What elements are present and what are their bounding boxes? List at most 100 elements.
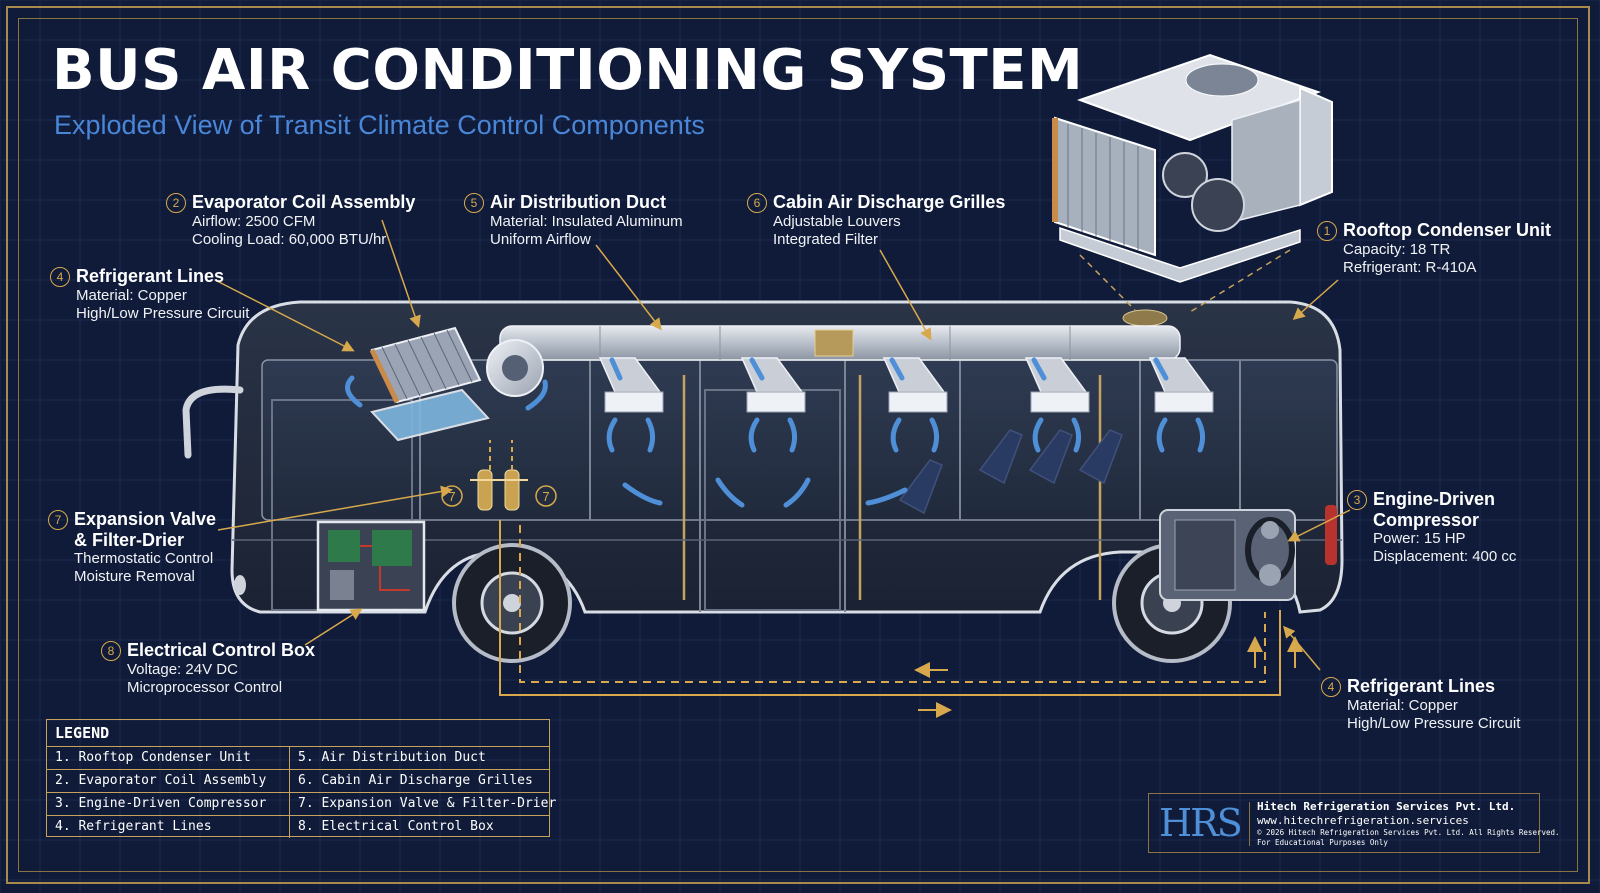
brand-divider: [1249, 802, 1250, 846]
callout-number: 6: [747, 193, 767, 213]
callout-detail: Integrated Filter: [773, 231, 879, 248]
callout-detail: High/Low Pressure Circuit: [1347, 715, 1521, 732]
evaporator-coil: [369, 326, 490, 442]
airflow-arrow: [525, 379, 548, 411]
grille-face: [1154, 391, 1214, 413]
airflow-arrow: [787, 417, 798, 453]
airflow-arrow: [1032, 417, 1044, 453]
callout-title-cont: Compressor: [1373, 510, 1480, 530]
valve-marker-left: 7: [441, 485, 463, 507]
airflow-arrow: [606, 417, 618, 453]
legend-item: 3. Engine-Driven Compressor: [47, 793, 290, 816]
copyright-notice: © 2026 Hitech Refrigeration Services Pvt…: [1257, 828, 1560, 837]
callout-detail: Refrigerant: R-410A: [1343, 259, 1477, 276]
legend-item: 5. Air Distribution Duct: [290, 747, 549, 770]
grille-face: [746, 391, 806, 413]
callout-detail: Material: Insulated Aluminum: [490, 213, 683, 230]
expansion-valve-filter-drier: [470, 469, 528, 511]
callout-number: 4: [1321, 677, 1341, 697]
valve-marker-left-label: 7: [448, 489, 455, 504]
callout-refrigerant-lines-bottom: 4 Refrigerant Lines Material: Copper High…: [1321, 676, 1520, 733]
callout-number: 7: [48, 510, 68, 530]
airflow-arrow: [609, 357, 623, 381]
airflow-arrow: [345, 375, 363, 408]
callout-detail: Adjustable Louvers: [773, 213, 901, 230]
callout-detail: High/Low Pressure Circuit: [76, 305, 250, 322]
airflow-arrow: [749, 357, 765, 381]
callout-detail: Microprocessor Control: [127, 679, 283, 696]
callout-title: Cabin Air Discharge Grilles: [773, 192, 1006, 212]
callout-title-cont: & Filter-Drier: [74, 530, 185, 550]
company-logo: HRS: [1159, 801, 1243, 845]
callout-title: Refrigerant Lines: [76, 266, 225, 286]
callout-title: Engine-Driven: [1373, 489, 1496, 509]
company-website: www.hitechrefrigeration.services: [1257, 814, 1469, 827]
engine-compressor: [1159, 509, 1296, 601]
company-name: Hitech Refrigeration Services Pvt. Ltd.: [1257, 800, 1516, 813]
airflow-arrow: [1156, 417, 1168, 453]
airflow-arrow: [1031, 357, 1047, 381]
airflow-arrow: [783, 477, 811, 508]
legend-title: LEGEND: [47, 720, 549, 747]
legend-item: 2. Evaporator Coil Assembly: [47, 770, 290, 793]
airflow-arrow: [748, 417, 760, 453]
callout-detail: Thermostatic Control: [74, 550, 214, 567]
callout-title: Rooftop Condenser Unit: [1343, 220, 1551, 240]
airflow-arrow: [1153, 357, 1169, 381]
callout-detail: Material: Copper: [1347, 697, 1458, 714]
air-distribution-duct: [486, 325, 1181, 397]
legend-item: 8. Electrical Control Box: [298, 819, 494, 834]
valve-marker-right-label: 7: [542, 489, 549, 504]
cabin-air-grilles: [598, 357, 1214, 413]
callout-detail: Uniform Airflow: [490, 231, 591, 248]
valve-marker-right: 7: [535, 485, 557, 507]
callout-number: 3: [1347, 490, 1367, 510]
callout-expansion-valve: 7 Expansion Valve & Filter-Drier Thermost…: [48, 509, 216, 586]
legend-item: 4. Refrigerant Lines: [47, 816, 290, 838]
grille-face: [1030, 391, 1090, 413]
legend-grid: 1. Rooftop Condenser Unit 5. Air Distrib…: [47, 747, 556, 838]
callout-number: 2: [166, 193, 186, 213]
callout-detail: Material: Copper: [76, 287, 187, 304]
airflow-arrow: [929, 417, 940, 453]
callout-number: 8: [101, 641, 121, 661]
brand-block: HRS Hitech Refrigeration Services Pvt. L…: [1148, 793, 1560, 853]
legend-box: LEGEND 1. Rooftop Condenser Unit 5. Air …: [46, 719, 556, 838]
rooftop-condenser-unit: [1052, 53, 1333, 313]
callout-number: 4: [50, 267, 70, 287]
airflow-arrow: [1071, 417, 1082, 453]
airflow-arrows: [345, 357, 1206, 508]
airflow-arrow: [622, 482, 663, 506]
callout-title: Electrical Control Box: [127, 640, 316, 660]
callout-refrigerant-lines-top: 4 Refrigerant Lines Material: Copper High…: [50, 266, 249, 323]
airflow-arrow: [715, 477, 745, 508]
callout-detail: Airflow: 2500 CFM: [192, 213, 316, 230]
leader-lines: [214, 219, 1351, 671]
callout-number: 5: [464, 193, 484, 213]
grille-face: [604, 391, 664, 413]
callout-detail: Voltage: 24V DC: [127, 661, 238, 678]
callout-detail: Moisture Removal: [74, 568, 195, 585]
grille-face: [888, 391, 948, 413]
page-subtitle: Exploded View of Transit Climate Control…: [54, 110, 705, 140]
callout-detail: Cooling Load: 60,000 BTU/hr: [192, 231, 387, 248]
front-wheel: [452, 543, 572, 663]
callout-title: Refrigerant Lines: [1347, 676, 1496, 696]
legend-item: 6. Cabin Air Discharge Grilles: [290, 770, 549, 793]
callout-number: 1: [1317, 221, 1337, 241]
legend-item: 7. Expansion Valve & Filter-Drier: [290, 793, 556, 816]
airflow-arrow: [1195, 417, 1206, 453]
airflow-arrow: [890, 417, 902, 453]
callout-title: Expansion Valve: [74, 509, 217, 529]
electrical-control-box: [316, 520, 426, 612]
callout-detail: Displacement: 400 cc: [1373, 548, 1517, 565]
outer-frame: [6, 6, 1590, 884]
callout-detail: Capacity: 18 TR: [1343, 241, 1451, 258]
